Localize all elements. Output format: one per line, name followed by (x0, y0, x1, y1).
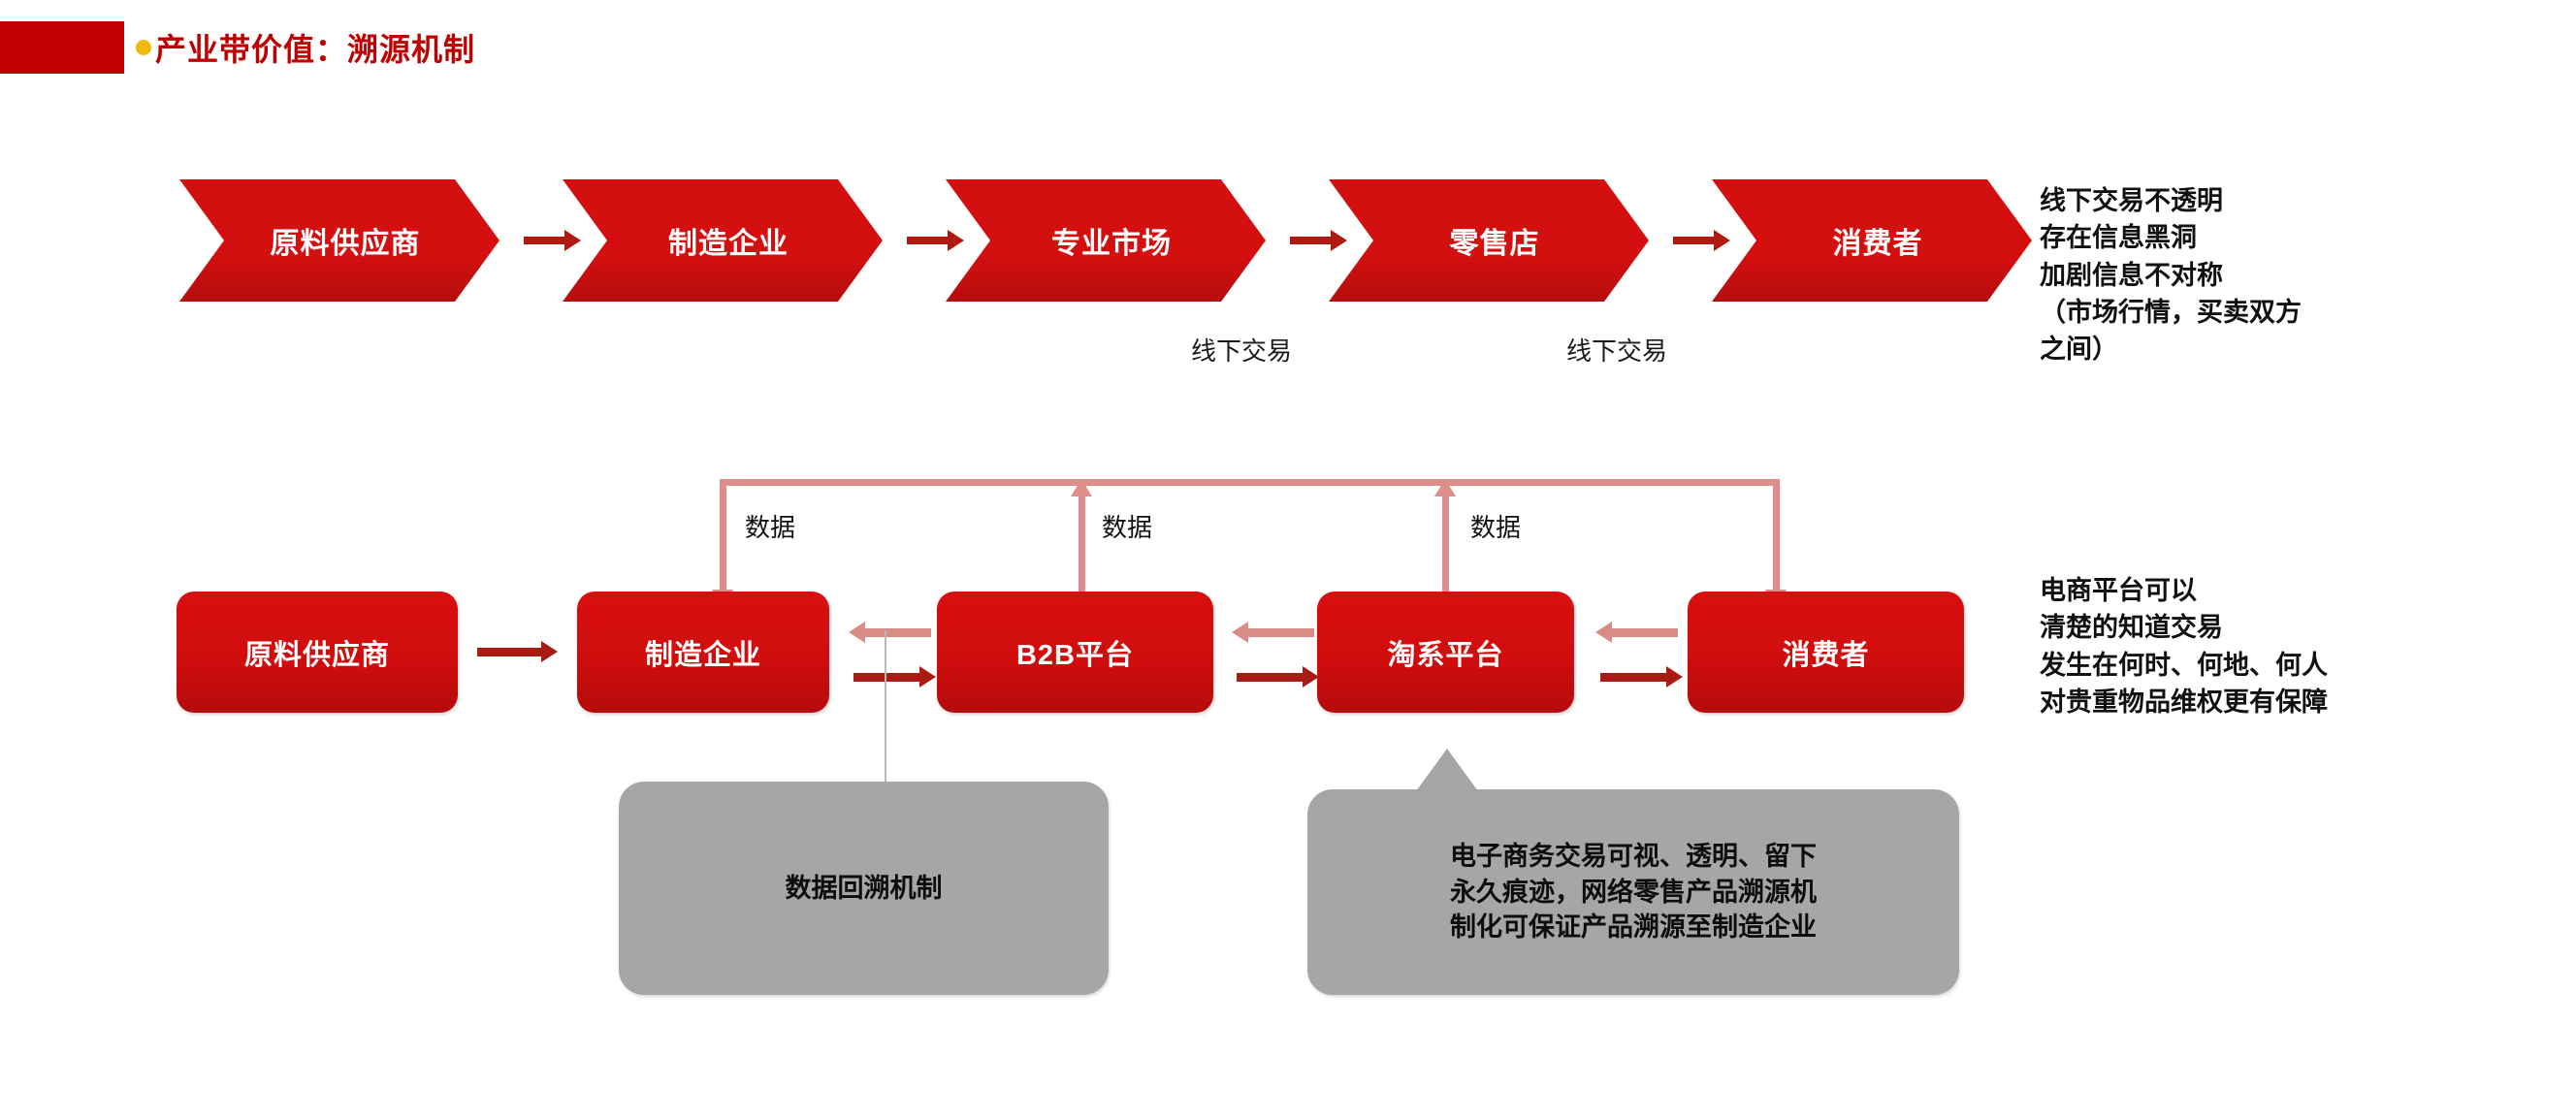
box-label: B2B平台 (1015, 639, 1134, 671)
chevron-node-manufacturer[interactable]: 制造企业 (563, 179, 883, 302)
data-arrow-to-manufacturer (712, 479, 733, 607)
box-label: 消费者 (1782, 639, 1870, 671)
callout-pointer-icon (1416, 749, 1478, 791)
data-label-3: 数据 (1470, 513, 1522, 542)
data-return-arrow-icon-2 (1232, 622, 1314, 643)
data-bus-horizontal (720, 479, 1780, 486)
top-side-note-line-1: 线下交易不透明 (2040, 186, 2223, 215)
bottom-side-note-line-2: 清楚的知道交易 (2040, 613, 2223, 643)
supply-arrow-icon-3 (1237, 666, 1319, 688)
chevron-node-professional-market[interactable]: 专业市场 (946, 179, 1266, 302)
top-side-note-line-4: （市场行情，买卖双方 (2040, 297, 2302, 327)
chevron-label: 制造企业 (668, 228, 789, 260)
callout-line-2: 永久痕迹，网络零售产品溯源机 (1450, 877, 1817, 907)
grey-callout-ecommerce-traceability[interactable]: 电子商务交易可视、透明、留下 永久痕迹，网络零售产品溯源机 制化可保证产品溯源至… (1307, 789, 1959, 995)
top-side-note-line-3: 加剧信息不对称 (2040, 260, 2223, 290)
flow-arrow-icon-1 (524, 230, 581, 251)
supply-arrow-icon-2 (853, 666, 936, 688)
top-side-note: 线下交易不透明 存在信息黑洞 加剧信息不对称 （市场行情，买卖双方 之间） (2040, 182, 2302, 368)
top-side-note-line-5: 之间） (2040, 335, 2118, 365)
box-node-manufacturer[interactable]: 制造企业 (577, 592, 829, 713)
flow-arrow-icon-4 (1673, 230, 1730, 251)
data-arrow-from-b2b-platform (1071, 479, 1092, 593)
bottom-side-note: 电商平台可以 清楚的知道交易 发生在何时、何地、何人 对贵重物品维权更有保障 (2040, 572, 2328, 720)
chevron-node-raw-material-supplier[interactable]: 原料供应商 (179, 179, 499, 302)
data-label-2: 数据 (1102, 513, 1153, 542)
bullet-icon (136, 40, 151, 55)
data-return-arrow-icon-1 (849, 622, 931, 643)
chevron-label: 原料供应商 (270, 228, 421, 260)
chevron-node-consumer[interactable]: 消费者 (1712, 179, 2032, 302)
supply-arrow-icon-4 (1600, 666, 1683, 688)
chevron-label: 专业市场 (1051, 228, 1172, 260)
header-divider (0, 74, 2576, 77)
offline-transaction-label-1: 线下交易 (1191, 336, 1293, 366)
supply-arrow-icon-1 (477, 641, 558, 662)
callout-line-1: 电子商务交易可视、透明、留下 (1450, 842, 1817, 872)
flow-arrow-icon-2 (907, 230, 964, 251)
callout-text: 电子商务交易可视、透明、留下 永久痕迹，网络零售产品溯源机 制化可保证产品溯源至… (1450, 839, 1817, 944)
box-label: 制造企业 (644, 639, 761, 671)
box-node-raw-material-supplier[interactable]: 原料供应商 (177, 592, 458, 713)
flow-arrow-icon-3 (1290, 230, 1347, 251)
header-accent-block (0, 21, 124, 74)
chevron-node-retail-store[interactable]: 零售店 (1329, 179, 1649, 302)
box-node-consumer[interactable]: 消费者 (1688, 592, 1964, 713)
data-return-arrow-icon-3 (1595, 622, 1678, 643)
data-arrow-to-consumer (1765, 479, 1787, 607)
grey-box-data-traceback[interactable]: 数据回溯机制 (619, 782, 1109, 995)
bottom-side-note-line-3: 发生在何时、何地、何人 (2040, 650, 2328, 680)
box-label: 原料供应商 (243, 639, 390, 671)
callout-line-3: 制化可保证产品溯源至制造企业 (1450, 912, 1817, 943)
chevron-label: 零售店 (1449, 228, 1540, 260)
page-title: 产业带价值：溯源机制 (155, 32, 476, 67)
box-node-b2b-platform[interactable]: B2B平台 (937, 592, 1213, 713)
data-arrow-from-taobao-platform (1434, 479, 1456, 593)
top-side-note-line-2: 存在信息黑洞 (2040, 223, 2197, 253)
bottom-side-note-line-4: 对贵重物品维权更有保障 (2040, 687, 2328, 717)
chevron-label: 消费者 (1832, 228, 1923, 260)
offline-transaction-label-2: 线下交易 (1566, 336, 1668, 366)
box-label: 淘系平台 (1387, 639, 1504, 671)
grey-box-label: 数据回溯机制 (785, 873, 943, 903)
trace-connector-line-1 (885, 630, 886, 810)
data-label-1: 数据 (745, 513, 796, 542)
box-node-taobao-platform[interactable]: 淘系平台 (1317, 592, 1574, 713)
bottom-side-note-line-1: 电商平台可以 (2040, 576, 2197, 605)
